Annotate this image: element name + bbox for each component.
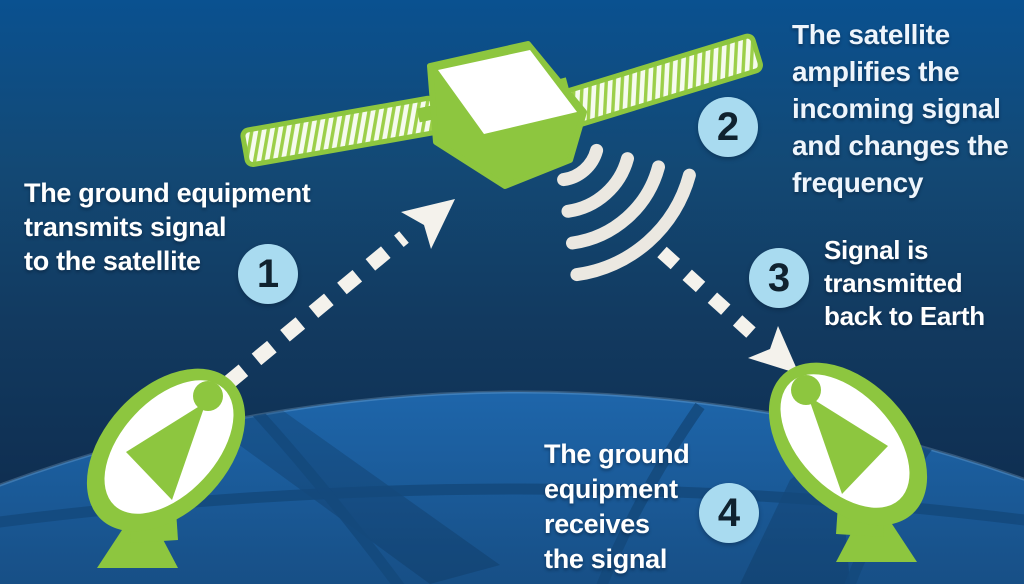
downlink-arrowhead: [748, 326, 799, 374]
satellite-body-top-face: [438, 50, 577, 134]
step-3-label: Signal is transmitted back to Earth: [824, 235, 985, 331]
step-1-label: The ground equipment transmits signal to…: [24, 178, 311, 276]
step-2-label: The satellite amplifies the incoming sig…: [792, 19, 1009, 198]
satellite-icon: [240, 33, 763, 189]
dish-feed-knob: [193, 381, 223, 411]
dish-feed-knob: [791, 375, 821, 405]
step-3-number: 3: [767, 255, 791, 300]
downlink-dashed-arrow-icon: [657, 246, 799, 374]
step-4-number: 4: [717, 490, 741, 535]
dish-feed-arm: [808, 396, 888, 494]
step-4-badge: 4: [699, 483, 759, 543]
signal-waves-icon: [557, 143, 696, 282]
solar-panel-left: [240, 95, 441, 168]
ground-dish-right-icon: [768, 362, 928, 562]
step-2-badge: 2: [698, 97, 758, 157]
step-1-number: 1: [256, 251, 280, 296]
dish-feed-arm: [126, 402, 206, 500]
ground-dish-left-icon: [86, 368, 246, 568]
step-1-badge: 1: [238, 244, 298, 304]
step-3-badge: 3: [749, 248, 809, 308]
step-4-label: The ground equipment receives the signal: [544, 439, 690, 574]
step-2-number: 2: [716, 104, 740, 149]
uplink-dashed-arrow-icon: [223, 199, 455, 389]
uplink-arrowhead: [401, 199, 455, 249]
